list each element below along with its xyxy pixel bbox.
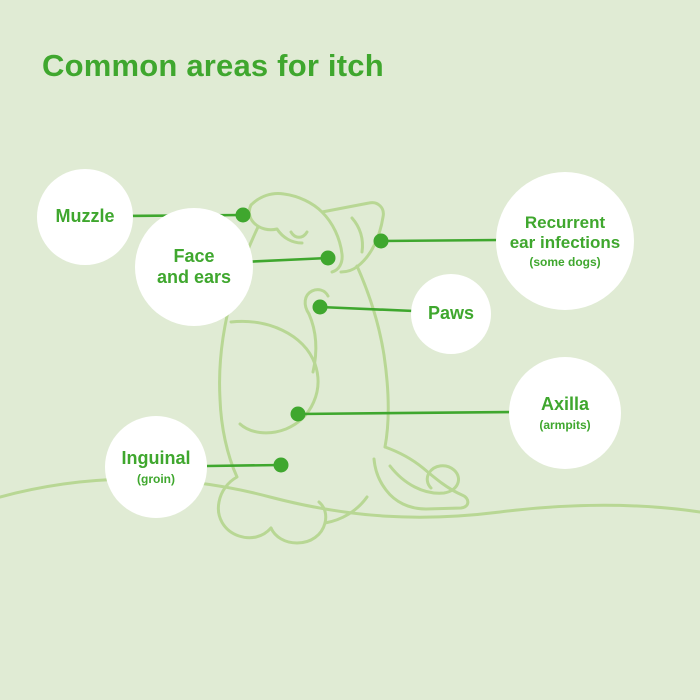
label-ear-sub: (some dogs) [529,255,601,270]
marker-paws-dot [312,299,328,315]
marker-ear-infections-dot [373,233,389,249]
label-face-line2: and ears [156,267,232,287]
marker-axilla-dot [290,406,306,422]
connector-ear-infections [380,238,501,243]
dog-scratch-leg [307,312,318,374]
dog-ear-flap [320,210,344,274]
dog-front-paw [269,500,328,545]
label-axilla-text: Axilla [540,394,590,415]
label-face-line1: Face [173,245,215,266]
dog-back-line [355,264,390,449]
dog-underside-line [323,495,369,525]
dog-hind-leg [372,445,470,511]
marker-face-ears-dot [320,250,336,266]
connector-face-ears [241,256,329,264]
label-paws: Paws [411,274,491,354]
marker-inguinal-dot [273,457,289,473]
dog-illustration [216,192,470,545]
label-inguinal-sub: (groin) [137,471,175,486]
dog-scratch-paw [303,288,330,316]
marker-muzzle-dot [235,207,251,223]
label-muzzle-text: Muzzle [55,206,115,227]
dog-tail [388,464,460,495]
connector-paws [319,305,415,313]
ground-wave-line [0,477,700,519]
label-ear-infections: Recurrent ear infections (some dogs) [496,172,634,310]
marker-dots [235,207,389,473]
dog-inner-ear-line [350,216,364,254]
label-inguinal: Inguinal (groin) [105,416,207,518]
label-axilla: Axilla (armpits) [509,357,621,469]
connector-axilla [297,410,514,416]
label-ear-line1: Recurrent [524,212,606,232]
label-ear-line2: ear infections [509,233,621,252]
label-muzzle: Muzzle [37,169,133,265]
label-axilla-sub: (armpits) [539,417,591,432]
page-title: Common areas for itch [42,48,384,83]
label-inguinal-text: Inguinal [121,448,191,469]
dog-scratch-leg-thigh [229,319,320,435]
dog-eye [289,230,309,239]
connector-inguinal [206,463,282,468]
label-paws-text: Paws [427,303,475,324]
label-face-and-ears: Face and ears [135,208,253,326]
